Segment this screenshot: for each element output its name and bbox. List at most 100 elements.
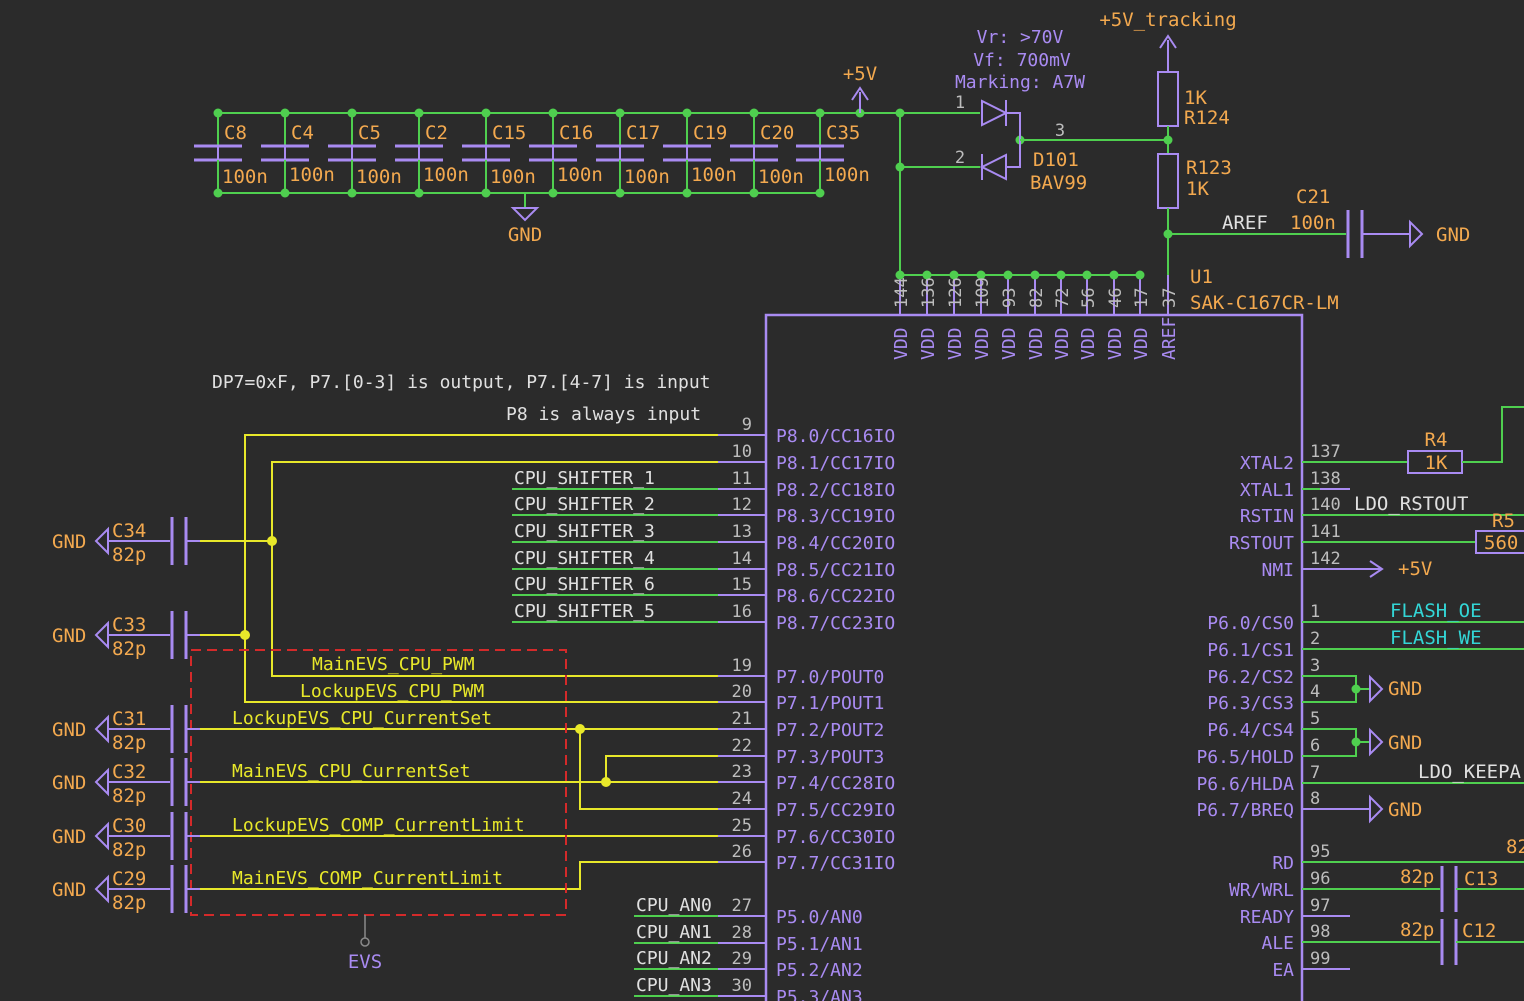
bus-p75 xyxy=(579,729,718,810)
top-pin-name: VDD xyxy=(1052,327,1073,360)
evs-cap-value: 82p xyxy=(112,544,146,566)
right-pin-name: P6.1/CS1 xyxy=(1207,640,1294,661)
right-pin-number: 3 xyxy=(1310,656,1320,676)
junction-dot xyxy=(240,630,250,640)
top-pin-name: VDD xyxy=(1078,327,1099,360)
left-pin-number: 15 xyxy=(732,575,752,595)
junction-dot xyxy=(601,777,611,787)
power-tracking-arrow-icon xyxy=(1159,34,1177,49)
right-pin-name: P6.6/HLDA xyxy=(1196,774,1294,795)
cap-ref: C5 xyxy=(358,122,381,144)
cap-value: 100n xyxy=(557,164,603,186)
evs-cap-ref: C30 xyxy=(112,815,146,837)
junction-dot xyxy=(976,270,986,280)
left-pin-name: P7.0/POUT0 xyxy=(776,667,884,688)
diode-note-marking: Marking: A7W xyxy=(955,72,1085,93)
left-pin-number: 30 xyxy=(732,976,752,996)
top-pin-name: VDD xyxy=(1131,327,1152,360)
cap-value: 100n xyxy=(824,164,870,186)
c21-ref: C21 xyxy=(1296,186,1330,208)
right-pin-name: READY xyxy=(1240,907,1294,928)
resistor-r5 xyxy=(1475,530,1524,554)
cap-ref: C16 xyxy=(559,122,593,144)
cap-ref: C2 xyxy=(425,122,448,144)
top-pin-name: VDD xyxy=(891,327,912,360)
top-pin-number: 93 xyxy=(1000,288,1020,308)
chip-value: SAK-C167CR-LM xyxy=(1190,292,1339,314)
top-pin-number: 17 xyxy=(1132,288,1152,308)
top-pin-number: 126 xyxy=(946,277,966,308)
chip-left-pins: 9P8.0/CC16IO10P8.1/CC17IO11P8.2/CC18IOCP… xyxy=(512,415,895,1001)
diode-value: BAV99 xyxy=(1030,172,1087,194)
right-pin-name: RSTIN xyxy=(1240,506,1294,527)
cap-value: 100n xyxy=(490,166,536,188)
left-pin-name: P7.4/CC28IO xyxy=(776,773,895,794)
gnd-symbol-icon xyxy=(1369,794,1384,824)
top-pin-name: AREF xyxy=(1159,317,1180,360)
chip-ref: U1 xyxy=(1190,266,1213,288)
plus5v-tracking-label: +5V_tracking xyxy=(1099,9,1236,31)
gnd-label: GND xyxy=(508,224,542,246)
net-flash-oe: FLASH_OE xyxy=(1390,600,1482,622)
evs-cap-value: 82p xyxy=(112,892,146,914)
left-pin-name: P7.2/POUT2 xyxy=(776,720,884,741)
note-p8: P8 is always input xyxy=(506,404,701,425)
right-pin-name: ALE xyxy=(1261,933,1294,954)
cap-value: 100n xyxy=(691,164,737,186)
right-pin-name: P6.2/CS2 xyxy=(1207,667,1294,688)
left-pin-number: 11 xyxy=(732,469,752,489)
cap-ref: C17 xyxy=(626,122,660,144)
right-pin-name: P6.5/HOLD xyxy=(1196,747,1294,768)
left-pin-name: P5.1/AN1 xyxy=(776,934,863,955)
power-arrow-icon xyxy=(851,86,869,101)
left-net-label: CPU_SHIFTER_5 xyxy=(514,601,655,622)
left-pin-name: P7.3/POUT3 xyxy=(776,747,884,768)
right-pin-name: EA xyxy=(1272,960,1294,981)
net-ldo-rstout: LDO_RSTOUT xyxy=(1354,493,1468,515)
evs-cap-gnd-label: GND xyxy=(52,772,86,794)
left-net-label: CPU_AN1 xyxy=(636,922,712,943)
evs-cap-value: 82p xyxy=(112,785,146,807)
diode-pin2-number: 2 xyxy=(955,148,965,168)
right-pin-number: 142 xyxy=(1310,549,1341,569)
cap-value: 100n xyxy=(222,166,268,188)
junction-dot xyxy=(949,270,959,280)
net-ldo-keep: LDO_KEEPA xyxy=(1418,761,1522,783)
right-pin-name: P6.3/CS3 xyxy=(1207,693,1294,714)
cap-ref: C20 xyxy=(760,122,794,144)
c12-ref: C12 xyxy=(1462,920,1496,942)
top-pin-name: VDD xyxy=(972,327,993,360)
cs23-gnd-label: GND xyxy=(1388,678,1422,700)
breq-gnd-label: GND xyxy=(1388,799,1422,821)
diode-pin3-number: 3 xyxy=(1055,121,1065,141)
junction-dot xyxy=(1056,270,1066,280)
left-pin-name: P7.1/POUT1 xyxy=(776,693,884,714)
junction-dot xyxy=(895,270,905,280)
junction-dot xyxy=(1109,270,1119,280)
left-pin-number: 25 xyxy=(732,816,752,836)
top-pin-name: VDD xyxy=(945,327,966,360)
c12-value: 82p xyxy=(1400,919,1434,941)
evs-net-labels: MainEVS_CPU_PWM LockupEVS_CPU_PWM Lockup… xyxy=(232,654,525,889)
gnd-symbol-icon xyxy=(94,620,109,650)
r123-value: 1K xyxy=(1186,178,1209,200)
gnd-symbol-icon xyxy=(94,714,109,744)
bus-p73 xyxy=(605,755,718,782)
left-net-label: CPU_AN0 xyxy=(636,895,712,916)
resistor-r124 xyxy=(1157,71,1179,127)
net-lockup-pwm: LockupEVS_CPU_PWM xyxy=(300,681,484,702)
net-lockup-cs: LockupEVS_CPU_CurrentSet xyxy=(232,708,492,729)
diode-note-vr: Vr: >70V xyxy=(977,27,1064,48)
net-main-cl: MainEVS_COMP_CurrentLimit xyxy=(232,868,503,889)
edge-82-label: 82 xyxy=(1506,836,1524,858)
evs-cap-gnd-label: GND xyxy=(52,719,86,741)
c21-gnd-label: GND xyxy=(1436,224,1470,246)
junction-dot xyxy=(1003,270,1013,280)
left-pin-number: 13 xyxy=(732,522,752,542)
evs-cap-ref: C31 xyxy=(112,708,146,730)
decoupling-capacitor-bank: C8100nC4100nC5100nC2100nC15100nC16100nC1… xyxy=(194,108,1173,239)
evs-cap-ref: C29 xyxy=(112,868,146,890)
net-main-cs: MainEVS_CPU_CurrentSet xyxy=(232,761,470,782)
right-pin-name: RD xyxy=(1272,853,1294,874)
evs-group-label: EVS xyxy=(348,951,382,973)
